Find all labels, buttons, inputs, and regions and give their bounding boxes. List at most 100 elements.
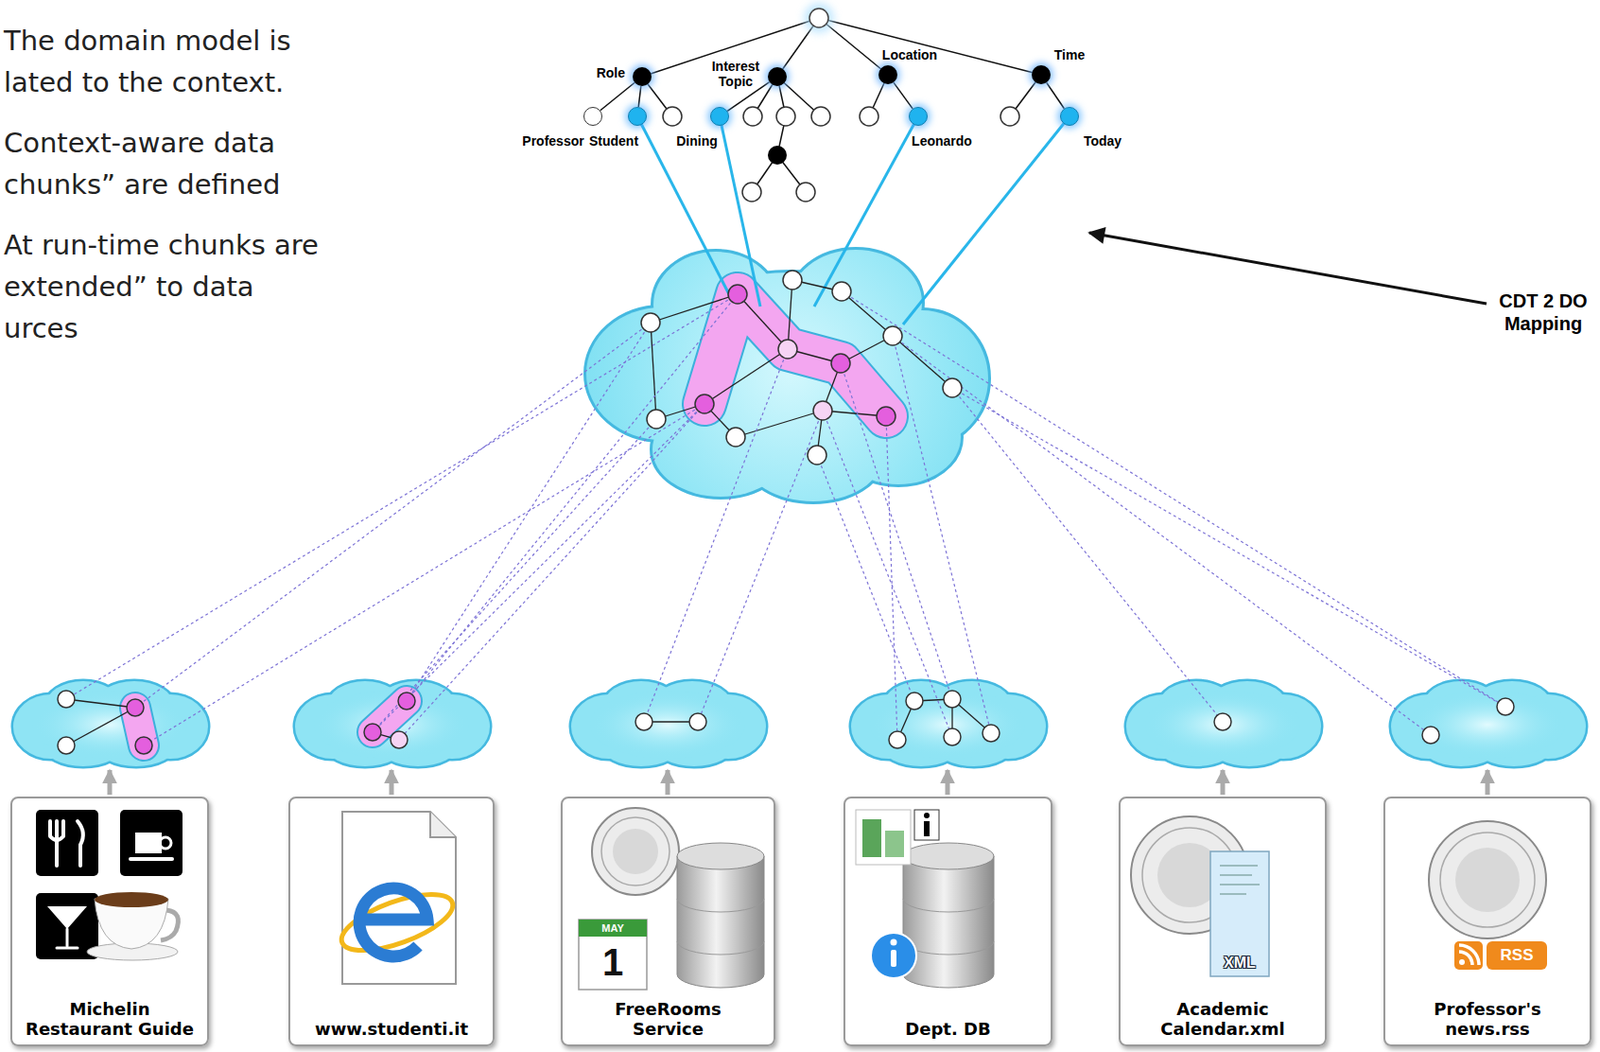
tree-dot (662, 106, 682, 126)
ontology-link (704, 348, 788, 404)
tree-dot (662, 2, 1020, 202)
ontology-dot (726, 427, 746, 447)
wrapper-arrow (389, 769, 395, 795)
tree-edge (893, 82, 913, 109)
ontology-link (650, 294, 738, 323)
calendar-icon (578, 919, 647, 990)
source-cloud (13, 680, 1586, 766)
mapping-label: CDT 2 DO Mapping (1494, 289, 1593, 335)
ontology-dot (883, 326, 903, 346)
source-box: Academic Calendar.xml (1118, 796, 1327, 1046)
wrapper-arrow (1220, 769, 1226, 795)
domain-cloud (586, 249, 989, 502)
source-cloud (295, 680, 490, 766)
ontology-dot (390, 339, 833, 748)
node-label: Dept. DB (860, 1018, 1037, 1039)
ontology-dot (982, 724, 1000, 742)
mapping-line (372, 418, 657, 732)
rss-badge (1459, 944, 1479, 965)
database-icon (903, 842, 994, 870)
department-logo (870, 932, 917, 978)
database-icon (677, 842, 994, 988)
ontology-dot (888, 730, 906, 748)
ontology-dot (364, 723, 382, 741)
mapping-line (840, 363, 953, 699)
wrapper-arrow (1485, 769, 1491, 795)
ontology-dot (905, 692, 923, 710)
data-chunk (135, 294, 887, 746)
mapping-line (952, 387, 1223, 722)
ontology-dot (782, 270, 802, 290)
database-icon (677, 898, 765, 955)
restaurant-icon (66, 928, 70, 946)
ontology-dot (57, 690, 75, 708)
tree-edge (638, 86, 642, 107)
department-logo (890, 939, 898, 946)
mapping-line (697, 410, 823, 722)
ontology-link (735, 410, 823, 437)
domain-cloud (634, 272, 947, 481)
source-box: Michelin Restaurant Guide (10, 796, 209, 1046)
tree-dot (1000, 106, 1020, 126)
department-logo (862, 818, 882, 857)
ontology-dot (689, 713, 707, 731)
tree-node: Leonardo (908, 106, 928, 126)
pointer-arrow (1089, 232, 1487, 304)
ontology-dot (635, 713, 653, 731)
rss-badge (1454, 940, 1483, 970)
database-icon (677, 842, 765, 870)
restaurant-icon (94, 891, 169, 907)
ontology-link (650, 322, 657, 419)
wrapper-arrow (665, 769, 671, 795)
ontology-dot (876, 406, 896, 426)
tree-edge (600, 82, 635, 110)
department-logo (855, 809, 911, 865)
tree-dot (742, 182, 762, 202)
tree-dot (809, 8, 829, 28)
tree-node: Role (632, 67, 652, 87)
ontology-dot (807, 445, 827, 465)
mapping-line (372, 403, 705, 732)
context-line (814, 116, 919, 307)
ontology-link (892, 335, 953, 388)
wrapper-arrow (107, 769, 113, 795)
source-box: Dept. DB (843, 796, 1053, 1046)
browser-icon (334, 811, 460, 984)
mapping-line (886, 416, 898, 740)
mapping-line (406, 294, 738, 701)
ontology-link (787, 279, 793, 349)
mapping-line (135, 322, 651, 708)
ontology-link (66, 279, 992, 746)
restaurant-icon (35, 809, 99, 876)
ontology-dot (942, 378, 962, 398)
department-logo (885, 830, 905, 857)
node-label: Professor (521, 133, 584, 149)
ontology-dot (57, 270, 1514, 754)
seal-icon (1455, 847, 1520, 912)
mapping-line (143, 403, 705, 746)
ontology-dot (398, 692, 416, 710)
source-box: www.studenti.it (288, 796, 495, 1046)
xml-tag: XML (1210, 951, 1270, 974)
context-line (719, 116, 761, 307)
calendar-day: 1 (578, 936, 647, 988)
ontology-dot (728, 284, 748, 304)
ontology-dot (778, 339, 798, 359)
mapping-line (841, 291, 1506, 707)
node-label: Interest Topic (706, 58, 766, 89)
source-cloud (1126, 680, 1322, 766)
restaurant-icon (77, 820, 84, 866)
ontology-dot (695, 394, 714, 414)
tree-dot (743, 106, 763, 126)
context-line (637, 116, 731, 296)
node-label: Academic Calendar.xml (1134, 998, 1311, 1039)
database-icon (903, 855, 994, 988)
node-label: Dining (676, 133, 718, 149)
restaurant-icon (47, 905, 87, 929)
rss-badge (1486, 940, 1548, 970)
ontology-dot (641, 313, 661, 332)
data-chunk (704, 294, 887, 417)
mapping-line (952, 387, 1506, 707)
wrapper-arrow (945, 769, 951, 795)
